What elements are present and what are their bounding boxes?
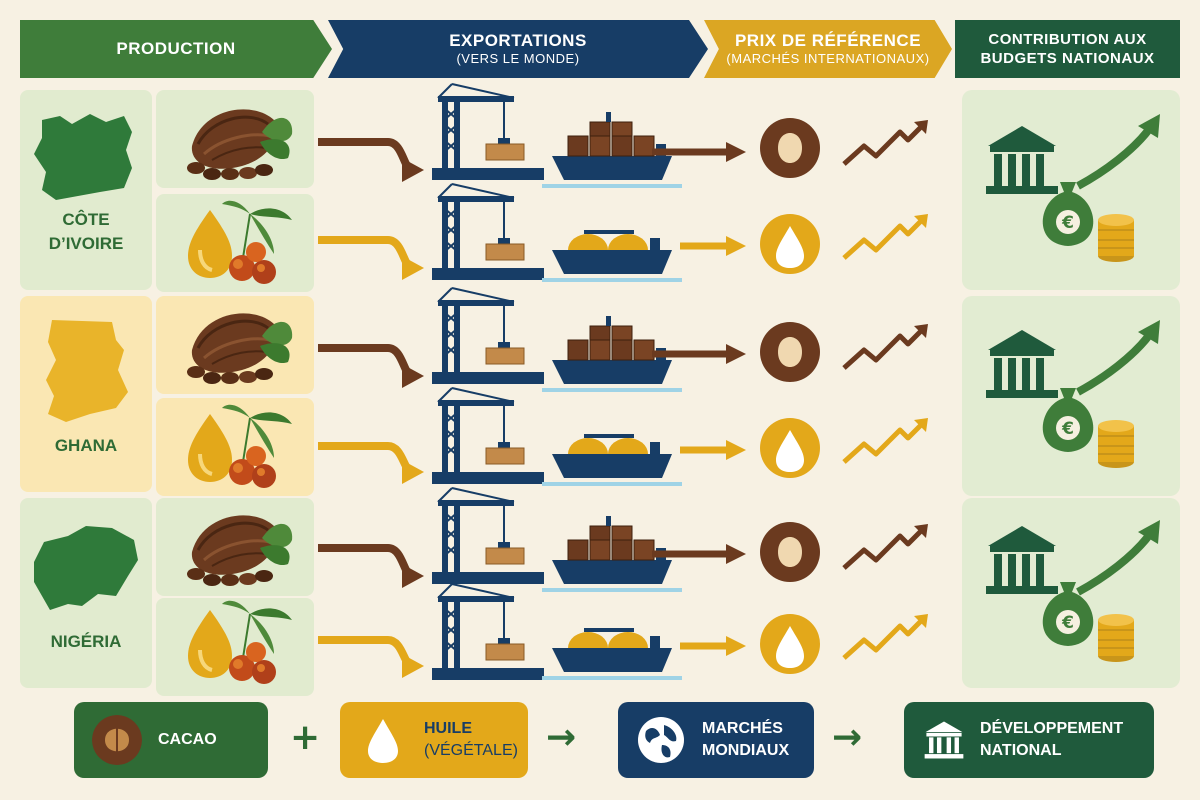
legend-cacao: CACAO <box>74 702 268 778</box>
flow-arrow <box>318 344 412 378</box>
port-crane-icon <box>431 387 545 485</box>
port-crane-icon <box>431 287 545 385</box>
legend-arrow-2: → <box>832 717 863 758</box>
flow-arrowhead <box>402 364 424 388</box>
legend-dev-line2: NATIONAL <box>980 742 1062 759</box>
flow-arrow <box>318 636 412 668</box>
flow-arrow <box>318 442 412 474</box>
legend-huile: HUILE (VÉGÉTALE) <box>340 702 528 778</box>
budget-panel-ghana <box>962 296 1180 496</box>
header-contribution-budgets: CONTRIBUTION AUX BUDGETS NATIONAUX <box>955 20 1180 78</box>
oil-price-icon <box>760 614 820 674</box>
header-production: PRODUCTION <box>20 20 332 78</box>
legend-arrow-1: → <box>546 717 577 758</box>
port-crane-icon <box>431 487 545 585</box>
flow-arrowhead <box>402 158 424 182</box>
header-prix-sub: (MARCHÉS INTERNATIONAUX) <box>726 51 930 66</box>
country-name-line2: D’IVOIRE <box>48 234 124 253</box>
trend-up-icon <box>844 214 928 258</box>
bank-icon <box>924 721 964 759</box>
country-name-ghana: GHANA <box>54 436 118 455</box>
header-budget-line2: BUDGETS NATIONAUX <box>980 50 1155 67</box>
legend-huile-line2: (VÉGÉTALE) <box>424 742 518 759</box>
flow-arrowhead <box>726 544 746 564</box>
header-prix-title: PRIX DE RÉFÉRENCE <box>734 31 922 50</box>
trend-up-icon <box>844 614 928 658</box>
tanker-ship-icon <box>542 230 682 282</box>
flow-arrowhead <box>726 344 746 364</box>
flow-arrowhead <box>402 654 424 678</box>
trend-up-icon <box>844 324 928 368</box>
product-cell-oil-gh <box>156 398 314 496</box>
nigeria-map-icon <box>34 526 138 610</box>
port-crane-icon <box>431 183 545 281</box>
oil-price-icon <box>760 418 820 478</box>
cargo-ship-icon <box>541 315 683 393</box>
legend-dev-line1: DÉVELOPPEMENT <box>980 720 1124 737</box>
cote-divoire-map-icon <box>34 114 132 200</box>
oil-price-icon <box>760 214 820 274</box>
product-cell-cacao-gh <box>156 296 314 394</box>
legend-dev-text: DÉVELOPPEMENT NATIONAL <box>980 718 1123 762</box>
legend-huile-line1: HUILE <box>424 720 472 737</box>
legend-plus: + <box>290 717 321 758</box>
budget-panel-nigeria <box>962 498 1180 688</box>
header-exportations-title: EXPORTATIONS <box>449 31 587 50</box>
header-exportations: EXPORTATIONS (VERS LE MONDE) <box>328 20 708 78</box>
ghana-map-icon <box>46 320 128 422</box>
header-budget-line1: CONTRIBUTION AUX <box>988 31 1147 48</box>
legend-marches-line2: MONDIAUX <box>702 742 790 759</box>
cacao-price-icon <box>760 322 820 382</box>
budget-panel-cote-divoire <box>962 90 1180 290</box>
country-panel-cote-divoire: CÔTE D’IVOIRE <box>20 90 152 290</box>
port-crane-icon <box>431 583 545 681</box>
header-prix-reference: PRIX DE RÉFÉRENCE (MARCHÉS INTERNATIONAU… <box>704 20 952 78</box>
flow-arrowhead <box>726 440 746 460</box>
oil-drop-icon <box>368 719 398 763</box>
tanker-ship-icon <box>542 434 682 486</box>
cargo-ship-icon <box>541 515 683 593</box>
flow-arrowhead <box>726 236 746 256</box>
cacao-price-icon <box>760 118 820 178</box>
trend-up-icon <box>844 524 928 568</box>
country-panel-nigeria: NIGÉRIA <box>20 498 152 688</box>
product-cell-oil-ng <box>156 598 314 696</box>
flow-arrow <box>318 236 412 270</box>
globe-icon <box>638 717 684 763</box>
country-name-line1: CÔTE <box>62 210 110 229</box>
trend-up-icon <box>844 120 928 164</box>
header-exportations-sub: (VERS LE MONDE) <box>456 51 580 66</box>
flow-arrowhead <box>402 256 424 280</box>
flow-arrow <box>318 544 412 578</box>
flow-arrowhead <box>402 460 424 484</box>
legend-huile-text: HUILE (VÉGÉTALE) <box>424 718 518 762</box>
legend-marches-text: MARCHÉS MONDIAUX <box>702 718 789 762</box>
country-name-nigeria: NIGÉRIA <box>50 632 122 651</box>
port-crane-icon <box>431 83 545 181</box>
flow-arrowhead <box>726 142 746 162</box>
cacao-pod-icon <box>92 715 142 765</box>
trend-up-icon <box>844 418 928 462</box>
cacao-price-icon <box>760 522 820 582</box>
legend-cacao-label: CACAO <box>158 731 217 748</box>
legend-marches-mondiaux: MARCHÉS MONDIAUX <box>618 702 814 778</box>
tanker-ship-icon <box>542 628 682 680</box>
cargo-ship-icon <box>541 111 683 189</box>
flow-arrow <box>318 138 412 172</box>
country-name-cote-divoire: CÔTE D’IVOIRE <box>49 208 124 256</box>
header-production-label: PRODUCTION <box>116 39 236 58</box>
flow-arrowhead <box>726 636 746 656</box>
legend-marches-line1: MARCHÉS <box>702 720 783 737</box>
product-cell-cacao-ng <box>156 498 314 596</box>
country-panel-ghana: GHANA <box>20 296 152 492</box>
flow-arrowhead <box>402 564 424 588</box>
legend-developpement-national: DÉVELOPPEMENT NATIONAL <box>904 702 1154 778</box>
product-cell-oil-ci <box>156 194 314 292</box>
product-cell-cacao-ci <box>156 90 314 188</box>
